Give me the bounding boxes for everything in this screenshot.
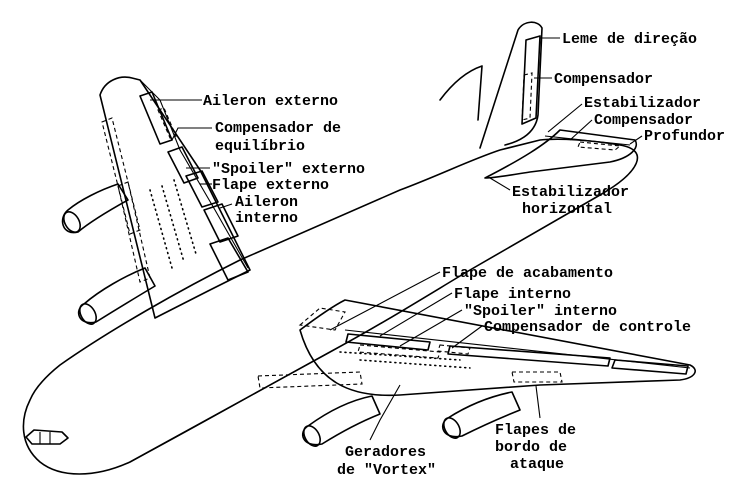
left-inboard-aileron bbox=[203, 203, 239, 243]
left-vortex-generators bbox=[149, 179, 197, 269]
aircraft-drawing bbox=[22, 21, 696, 475]
left-outer-engine bbox=[61, 183, 129, 234]
label-flapes-bordo-3: ataque bbox=[510, 456, 564, 473]
fillet-flap bbox=[298, 307, 346, 331]
fuselage-outline bbox=[22, 138, 639, 475]
label-estabilizador-horizontal-2: horizontal bbox=[522, 201, 612, 218]
right-inboard-spoiler bbox=[357, 344, 441, 359]
leader-lines bbox=[150, 37, 643, 441]
right-inner-engine-intake bbox=[303, 425, 321, 447]
right-control-tab bbox=[437, 344, 471, 355]
label-estabilizador: Estabilizador bbox=[584, 95, 701, 112]
horizontal-stabilizer bbox=[484, 129, 637, 179]
label-flapes-bordo-2: bordo de bbox=[495, 439, 567, 456]
right-vortex-generators bbox=[339, 351, 471, 369]
label-compensador: Compensador bbox=[554, 71, 653, 88]
left-inner-engine-intake bbox=[79, 303, 97, 325]
label-compensador-equilibrio-2: equilíbrio bbox=[215, 138, 305, 155]
right-outboard-flap bbox=[447, 345, 611, 367]
elevator-tab bbox=[577, 141, 622, 151]
cockpit-window-frames bbox=[39, 432, 51, 444]
left-outboard-spoiler bbox=[167, 146, 199, 184]
rudder-tab bbox=[521, 72, 533, 121]
label-estabilizador-horizontal-1: Estabilizador bbox=[512, 184, 629, 201]
label-compensador-equilibrio-1: Compensador de bbox=[215, 120, 341, 137]
left-inboard-flap bbox=[209, 237, 249, 281]
label-aileron-externo: Aileron externo bbox=[203, 93, 338, 110]
left-outer-engine-intake bbox=[63, 211, 81, 233]
label-compensador-controle: Compensador de controle bbox=[484, 319, 691, 336]
fuselage-belly-line bbox=[129, 351, 331, 463]
label-flapes-bordo-1: Flapes de bbox=[495, 422, 576, 439]
labels: Aileron externo Compensador de equilíbri… bbox=[203, 31, 725, 479]
left-outboard-flap bbox=[185, 170, 219, 208]
label-spoiler-externo: "Spoiler" externo bbox=[212, 161, 365, 178]
right-inner-engine bbox=[301, 395, 381, 446]
label-aileron-interno-2: interno bbox=[235, 210, 298, 227]
right-outboard-aileron bbox=[611, 359, 689, 375]
right-inboard-flap bbox=[345, 333, 431, 351]
right-outer-engine bbox=[441, 391, 521, 438]
right-leading-edge-flaps bbox=[257, 371, 363, 389]
left-leading-edge-flaps bbox=[101, 117, 141, 235]
label-leme-direcao: Leme de direção bbox=[562, 31, 697, 48]
elevator bbox=[544, 135, 631, 146]
label-flape-interno: Flape interno bbox=[454, 286, 571, 303]
label-aileron-interno-1: Aileron bbox=[235, 194, 298, 211]
left-leading-edge-flaps-2 bbox=[117, 181, 151, 283]
left-wing bbox=[99, 76, 251, 319]
right-outer-engine-intake bbox=[443, 417, 461, 439]
label-profundor: Profundor bbox=[644, 128, 725, 145]
rudder bbox=[521, 35, 541, 125]
cockpit-windows bbox=[25, 429, 69, 445]
label-flape-externo: Flape externo bbox=[212, 177, 329, 194]
vertical-stabilizer-left bbox=[439, 65, 483, 121]
label-flape-acabamento: Flape de acabamento bbox=[442, 265, 613, 282]
right-wing bbox=[299, 299, 696, 397]
vertical-stabilizer bbox=[479, 21, 543, 149]
label-geradores-1: Geradores bbox=[345, 444, 426, 461]
label-spoiler-interno: "Spoiler" interno bbox=[464, 303, 617, 320]
left-inner-engine bbox=[77, 267, 156, 324]
label-compensador-profundor: Compensador bbox=[594, 112, 693, 129]
left-balance-tab bbox=[157, 107, 177, 139]
right-leading-edge-flaps-2 bbox=[511, 371, 563, 383]
label-geradores-2: de "Vortex" bbox=[337, 462, 436, 479]
